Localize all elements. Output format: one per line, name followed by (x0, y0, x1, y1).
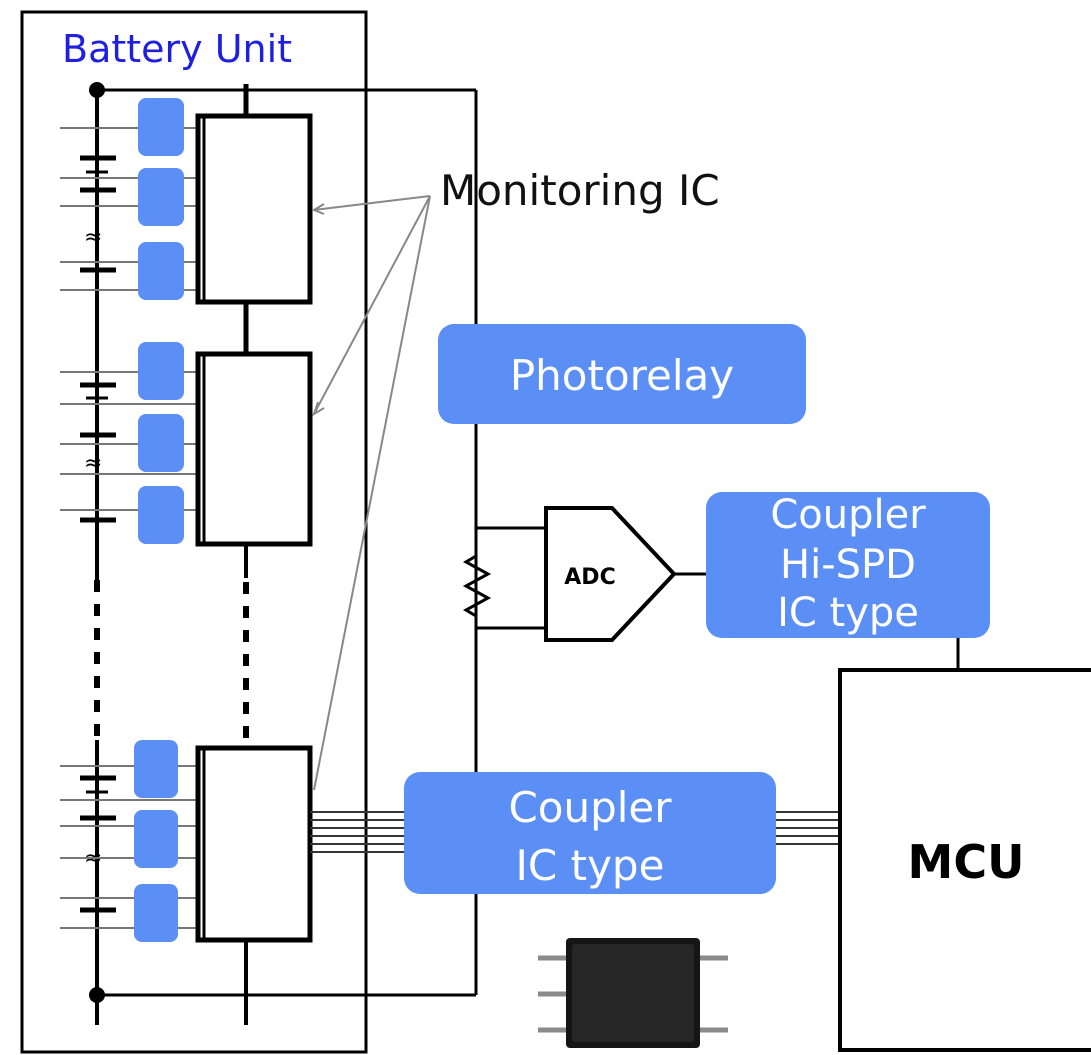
coupler-hispd-line2: Hi-SPD (780, 542, 916, 588)
mcu-box (838, 668, 1091, 1052)
cell-group-3: ≈ (80, 775, 116, 913)
monitoring-ic-1 (195, 113, 313, 305)
cell-group-2: ≈ (80, 382, 116, 523)
cell-stack: ≈ ≈ ≈ (60, 90, 200, 1025)
coupler-ic-line2: IC type (516, 841, 665, 890)
monitoring-ic-3 (195, 745, 313, 943)
coupler-ic-line1: Coupler (508, 783, 672, 832)
shunt-resistor (462, 526, 546, 630)
svg-text:≈: ≈ (84, 451, 102, 476)
filter-blocks (134, 98, 184, 942)
battery-unit-frame (20, 10, 368, 1054)
battery-unit-label: Battery Unit (62, 27, 292, 71)
adc-label: ADC (564, 565, 615, 590)
coupler-hispd-line1: Coupler (770, 492, 926, 538)
monitoring-ic-2 (195, 351, 313, 547)
monitoring-ic-pointers (311, 195, 431, 791)
bus-lines (310, 811, 840, 853)
monitoring-ic-chips (195, 84, 313, 1025)
cell-group-1: ≈ (80, 155, 116, 273)
coupler-hispd-box (706, 492, 990, 638)
svg-text:≈: ≈ (84, 225, 102, 250)
photorelay-box (438, 324, 806, 424)
coupler-ic-box (404, 772, 776, 894)
photorelay-label: Photorelay (510, 351, 734, 400)
coupler-package-image (538, 938, 728, 1048)
monitoring-ic-label: Monitoring IC (440, 166, 720, 215)
mcu-label: MCU (908, 835, 1025, 889)
adc-block: ADC (544, 506, 708, 642)
coupler-hispd-line3: IC type (777, 590, 919, 636)
supply-loop (89, 82, 478, 1003)
